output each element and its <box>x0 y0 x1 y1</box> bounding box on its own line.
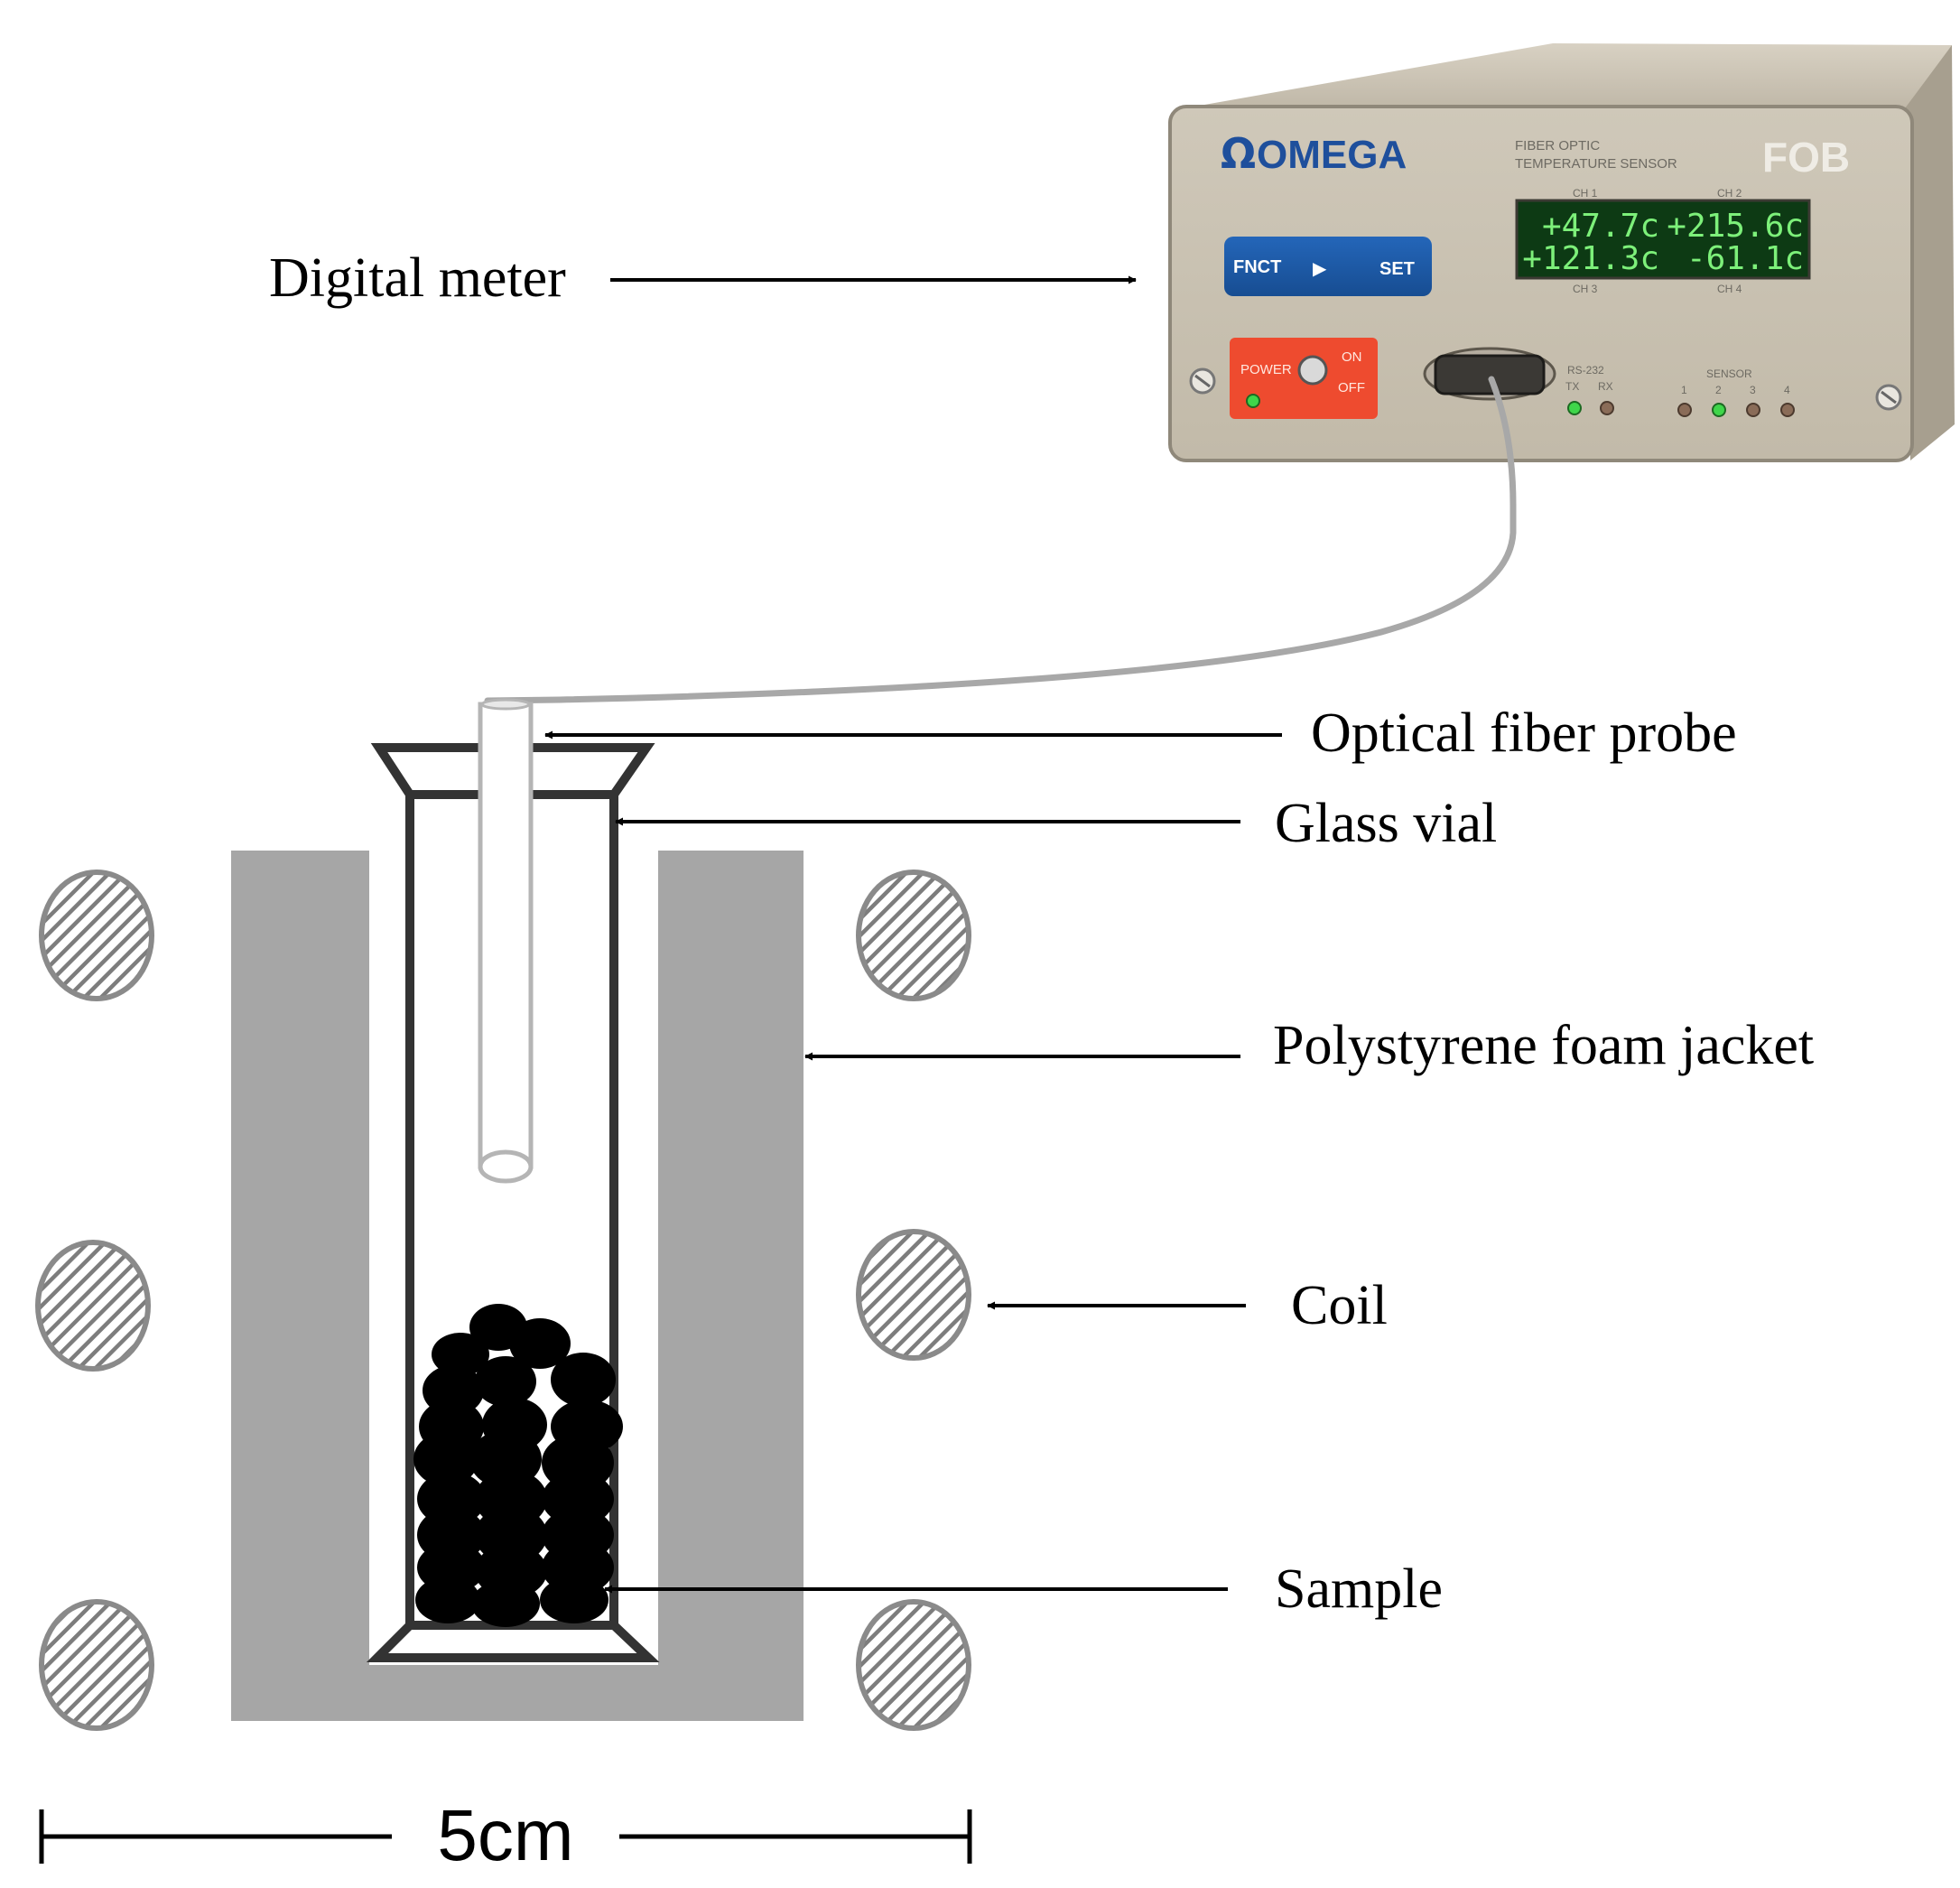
sample-label: Sample <box>1275 1558 1443 1620</box>
ch1-label: CH 1 <box>1573 187 1598 200</box>
ch1-reading: +47.7c <box>1542 208 1659 245</box>
sample-pellet <box>432 1333 489 1376</box>
foam-jacket-label: Polystyrene foam jacket <box>1273 1015 1814 1076</box>
ch4-reading: -61.1c <box>1686 240 1804 277</box>
ch2-reading: +215.6c <box>1667 208 1804 245</box>
rx-led-icon <box>1600 401 1614 415</box>
set-button[interactable]: SET <box>1379 259 1415 279</box>
lcd-display <box>1515 199 1811 280</box>
sample-pellet <box>551 1353 616 1407</box>
meter-side-shell <box>1905 45 1955 460</box>
rs232-rx-label: RX <box>1598 380 1613 393</box>
omega-brand-logo: OMEGA <box>1257 133 1407 177</box>
arrow-button[interactable]: ▶ <box>1313 259 1327 279</box>
left-screw-slot-icon <box>1194 374 1211 388</box>
sensor-led-2-icon <box>1712 403 1726 417</box>
power-off-label: OFF <box>1338 380 1365 395</box>
foam-jacket-bottom <box>231 1665 804 1721</box>
probe-top-end <box>480 698 531 711</box>
sample-pellet <box>540 1576 608 1623</box>
coil <box>35 870 971 1731</box>
sensor-number-1: 1 <box>1681 384 1687 396</box>
ch4-label: CH 4 <box>1717 283 1742 295</box>
right-screw-slot-icon <box>1881 390 1897 405</box>
omega-symbol: Ω <box>1221 129 1256 178</box>
rs232-tx-label: TX <box>1565 380 1579 393</box>
digital-meter-label: Digital meter <box>269 247 566 309</box>
meter-description-line1: FIBER OPTIC <box>1515 138 1600 153</box>
sensor-label: SENSOR <box>1706 367 1752 380</box>
sensor-led-3-icon <box>1746 403 1760 417</box>
glass-vial-label: Glass vial <box>1275 793 1497 854</box>
probe-tip <box>478 1149 534 1184</box>
sample-pellet <box>509 1318 571 1369</box>
sample-pellet <box>413 1432 478 1486</box>
tx-led-icon <box>1567 401 1582 415</box>
serial-port-icon[interactable] <box>1434 354 1546 395</box>
meter-model: FOB <box>1762 134 1850 181</box>
ch3-reading: +121.3c <box>1522 240 1659 277</box>
function-button-panel <box>1224 237 1432 296</box>
coil-turn-left-2 <box>35 1240 151 1372</box>
foam-jacket-left-wall <box>231 851 369 1721</box>
sensor-number-3: 3 <box>1750 384 1756 396</box>
fnct-button[interactable]: FNCT <box>1233 257 1281 277</box>
sensor-led-4-icon <box>1780 403 1795 417</box>
label-arrows <box>544 275 1282 1594</box>
probe-tube <box>478 702 534 1169</box>
scale-bar-label: 5cm <box>437 1795 573 1875</box>
fiber-cable <box>484 376 1517 704</box>
foam-jacket-right-wall <box>658 851 804 1721</box>
rs232-label: RS-232 <box>1567 364 1604 377</box>
sensor-number-2: 2 <box>1715 384 1722 396</box>
vial-bottom-base <box>366 1621 660 1662</box>
power-on-label: ON <box>1342 349 1362 365</box>
meter-description-line2: TEMPERATURE SENSOR <box>1515 156 1677 172</box>
meter-top-shell <box>1174 43 1952 110</box>
ch3-label: CH 3 <box>1573 283 1598 295</box>
coil-turn-right-1 <box>856 870 971 1001</box>
sample-pellet <box>471 1580 540 1627</box>
optical-fiber-probe <box>478 698 534 1184</box>
coil-turn-left-1 <box>39 870 154 1001</box>
sample-pellet <box>475 1356 536 1407</box>
coil-label: Coil <box>1291 1275 1388 1336</box>
power-switch-icon[interactable] <box>1297 355 1328 386</box>
sample-pellet <box>415 1576 480 1623</box>
coil-turn-left-3 <box>39 1599 154 1731</box>
digital-meter: Ω OMEGA FIBER OPTIC TEMPERATURE SENSOR F… <box>1168 43 1955 462</box>
sample <box>413 1304 623 1627</box>
power-led-icon <box>1246 394 1260 408</box>
optical-fiber-probe-label: Optical fiber probe <box>1311 702 1737 764</box>
scale-bar: 5cm <box>39 1795 972 1875</box>
ch2-label: CH 2 <box>1717 187 1742 200</box>
polystyrene-foam-jacket <box>231 851 804 1721</box>
coil-turn-right-2 <box>856 1229 971 1361</box>
sensor-led-1-icon <box>1677 403 1692 417</box>
power-label: POWER <box>1240 362 1292 377</box>
coil-turn-right-3 <box>856 1599 971 1731</box>
sensor-number-4: 4 <box>1784 384 1790 396</box>
